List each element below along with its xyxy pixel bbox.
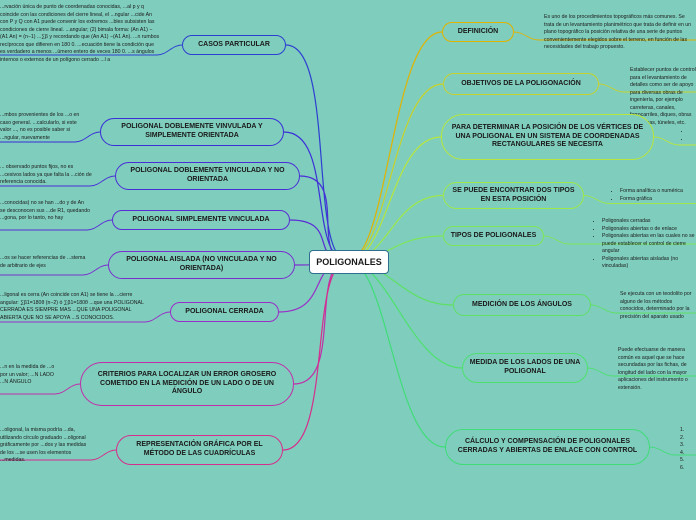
node-label: SE PUEDE ENCONTRAR DOS TIPOS EN ESTA POS… bbox=[452, 186, 575, 203]
note-stub-lados bbox=[587, 367, 696, 377]
node-label: TIPOS DE POLIGONALES bbox=[450, 231, 537, 239]
note-stub-calculo bbox=[649, 446, 696, 456]
node-calculo[interactable]: CÁLCULO Y COMPENSACIÓN DE POLIGONALES CE… bbox=[445, 429, 650, 465]
root-label: POLIGONALES bbox=[316, 257, 382, 267]
note-calculo: 1.2.3.4.5.6. bbox=[680, 427, 685, 471]
node-label: PARA DETERMINAR LA POSICIÓN DE LOS VÉRTI… bbox=[451, 123, 644, 149]
node-label: MEDICIÓN DE LOS ÁNGULOS bbox=[472, 300, 572, 308]
connector-definicion bbox=[347, 31, 443, 262]
node-definicion[interactable]: DEFINICIÓN bbox=[442, 22, 514, 42]
root-node[interactable]: POLIGONALES bbox=[309, 250, 389, 274]
node-label: POLIGONAL CERRADA bbox=[185, 307, 264, 315]
note-tipos: Poligonales cerradasPoligonales abiertas… bbox=[592, 218, 696, 271]
note-posicion bbox=[680, 128, 696, 143]
node-label: CRITERIOS PARA LOCALIZAR UN ERROR GROSER… bbox=[97, 370, 277, 396]
note-stub-posicion bbox=[653, 136, 696, 146]
node-lados[interactable]: MEDIDA DE LOS LADOS DE UNA POLIGONAL bbox=[462, 353, 588, 383]
node-posicion[interactable]: PARA DETERMINAR LA POSICIÓN DE LOS VÉRTI… bbox=[441, 114, 654, 160]
connector-calculo bbox=[347, 260, 446, 448]
node-doble-vinculada-orientada[interactable]: POLIGONAL DOBLEMENTE VINVULADA Y SIMPLEM… bbox=[100, 118, 284, 146]
node-label: OBJETIVOS DE LA POLIGONACIÓN bbox=[461, 79, 581, 87]
node-label: CÁLCULO Y COMPENSACIÓN DE POLIGONALES CE… bbox=[457, 438, 638, 454]
note-stub-doble-no bbox=[0, 175, 116, 187]
node-label: POLIGONAL DOBLEMENTE VINVULADA Y SIMPLEM… bbox=[121, 123, 263, 139]
note-medicion: Se ejecuta con un teodolito por alguno d… bbox=[620, 291, 692, 320]
note-simplemente-vinculada: ...conocidas) no se han ...do y de An se… bbox=[0, 200, 90, 222]
node-label: REPRESENTACIÓN GRÁFICA POR EL MÉTODO DE … bbox=[136, 441, 263, 457]
note-doble-vinculada-orientada: ...mbos provenientes de los ...o en caso… bbox=[0, 112, 80, 141]
note-representacion-grafica: ...oligonal, la misma podría ...da, util… bbox=[0, 427, 87, 464]
node-label: POLIGONAL DOBLEMENTE VINCULADA Y NO ORIE… bbox=[130, 167, 285, 183]
node-casos-particular[interactable]: CASOS PARTICULAR bbox=[182, 35, 286, 55]
node-criterios[interactable]: CRITERIOS PARA LOCALIZAR UN ERROR GROSER… bbox=[80, 362, 294, 406]
node-label: POLIGONAL SIMPLEMENTE VINCULADA bbox=[132, 215, 270, 223]
node-label: POLIGONAL AISLADA (NO VINCULADA Y NO ORI… bbox=[126, 256, 277, 272]
note-stub-casos bbox=[0, 44, 183, 56]
note-encontrar: Forma analítica o numéricaForma gráfica bbox=[610, 188, 696, 203]
note-stub-doble-vinc bbox=[0, 131, 101, 143]
note-objetivos: Establecer puntos de control para el lev… bbox=[630, 67, 696, 126]
node-label: MEDIDA DE LOS LADOS DE UNA POLIGONAL bbox=[469, 359, 581, 375]
note-stub-encontrar bbox=[583, 195, 696, 204]
node-simplemente-vinculada[interactable]: POLIGONAL SIMPLEMENTE VINCULADA bbox=[112, 210, 290, 230]
connector-objetivos bbox=[347, 83, 444, 262]
note-lados: Puede efectuarse de manera común es aque… bbox=[618, 347, 688, 391]
node-encontrar[interactable]: SE PUEDE ENCONTRAR DOS TIPOS EN ESTA POS… bbox=[443, 182, 584, 209]
node-aislada[interactable]: POLIGONAL AISLADA (NO VINCULADA Y NO ORI… bbox=[108, 251, 295, 279]
node-cerrada[interactable]: POLIGONAL CERRADA bbox=[170, 302, 279, 322]
note-stub-medicion bbox=[590, 304, 696, 314]
node-doble-vinculada-no-orientada[interactable]: POLIGONAL DOBLEMENTE VINCULADA Y NO ORIE… bbox=[115, 162, 300, 190]
note-stub-objetivos bbox=[598, 83, 696, 93]
node-tipos[interactable]: TIPOS DE POLIGONALES bbox=[443, 226, 544, 246]
note-stub-grafica bbox=[0, 449, 117, 461]
note-aislada: ...os se hacer referencias de ...stema d… bbox=[0, 255, 86, 269]
note-stub-tipos bbox=[543, 235, 696, 245]
note-stub-aislada bbox=[0, 264, 109, 276]
node-medicion[interactable]: MEDICIÓN DE LOS ÁNGULOS bbox=[453, 294, 591, 316]
note-stub-cerrada bbox=[0, 311, 171, 323]
node-representacion-grafica[interactable]: REPRESENTACIÓN GRÁFICA POR EL MÉTODO DE … bbox=[116, 435, 283, 465]
connector-lados bbox=[347, 260, 463, 369]
node-label: DEFINICIÓN bbox=[457, 27, 499, 35]
note-doble-vinculada-no-orientada: ... observado puntos fijos, no es ...ces… bbox=[0, 164, 92, 186]
note-casos-particular: ...rvación única de punto de coordenadas… bbox=[0, 4, 160, 63]
note-criterios: ...n en la medida de ...o por un valor; … bbox=[0, 364, 55, 386]
connector-posicion bbox=[347, 136, 442, 262]
note-cerrada: ...ligonal es cerra (An coincide con A1)… bbox=[0, 292, 144, 321]
node-objetivos[interactable]: OBJETIVOS DE LA POLIGONACIÓN bbox=[443, 73, 599, 95]
node-label: CASOS PARTICULAR bbox=[198, 40, 270, 48]
connector-doble-vinc bbox=[283, 131, 349, 262]
note-stub-criterios bbox=[0, 383, 81, 395]
note-stub-simple bbox=[0, 219, 113, 231]
note-stub-definicion bbox=[513, 31, 696, 41]
note-definicion: Es uno de los procedimientos topográfico… bbox=[544, 14, 692, 51]
